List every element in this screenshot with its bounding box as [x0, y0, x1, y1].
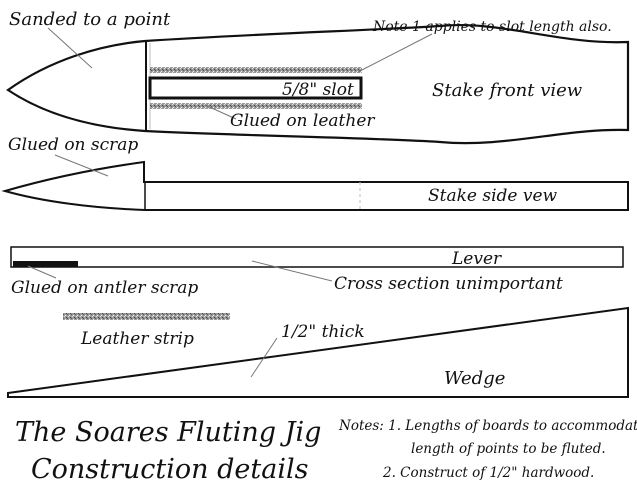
- leather-strip: [63, 313, 230, 320]
- lever: [10, 246, 624, 268]
- stake-front-view: [6, 24, 630, 145]
- label-stake-side: Stake side vew: [428, 186, 558, 206]
- stake-side-view: [1, 160, 629, 212]
- glued-leather-strip-bottom: [150, 103, 362, 109]
- notes-line2: length of points to be fluted.: [411, 441, 606, 457]
- label-glued-antler: Glued on antler scrap: [11, 278, 198, 298]
- label-leather-strip: Leather strip: [80, 329, 194, 349]
- label-half-thick: 1/2" thick: [281, 322, 365, 342]
- stake-side-outline: [1, 160, 629, 211]
- label-slot: 5/8" slot: [282, 80, 354, 100]
- label-sanded-point: Sanded to a point: [9, 9, 171, 30]
- label-cross-section: Cross section unimportant: [334, 274, 563, 294]
- label-note1: Note 1 applies to slot length also.: [372, 19, 612, 35]
- title-line2: Construction details: [31, 454, 308, 485]
- notes-line3: 2. Construct of 1/2" hardwood.: [382, 465, 594, 481]
- label-stake-front: Stake front view: [432, 80, 583, 101]
- glued-leather-strip-top: [150, 67, 362, 73]
- notes-line1: Notes: 1. Lengths of boards to accommoda…: [338, 418, 637, 434]
- title-line1: The Soares Fluting Jig: [15, 417, 321, 448]
- label-lever: Lever: [451, 249, 502, 269]
- label-wedge: Wedge: [444, 368, 505, 389]
- lever-body: [10, 246, 624, 268]
- slot: [148, 76, 363, 100]
- label-glued-scrap: Glued on scrap: [8, 135, 138, 155]
- wedge: [7, 306, 629, 398]
- antler-scrap: [13, 261, 78, 267]
- label-glued-leather: Glued on leather: [230, 111, 375, 131]
- leader-lines: [27, 27, 433, 378]
